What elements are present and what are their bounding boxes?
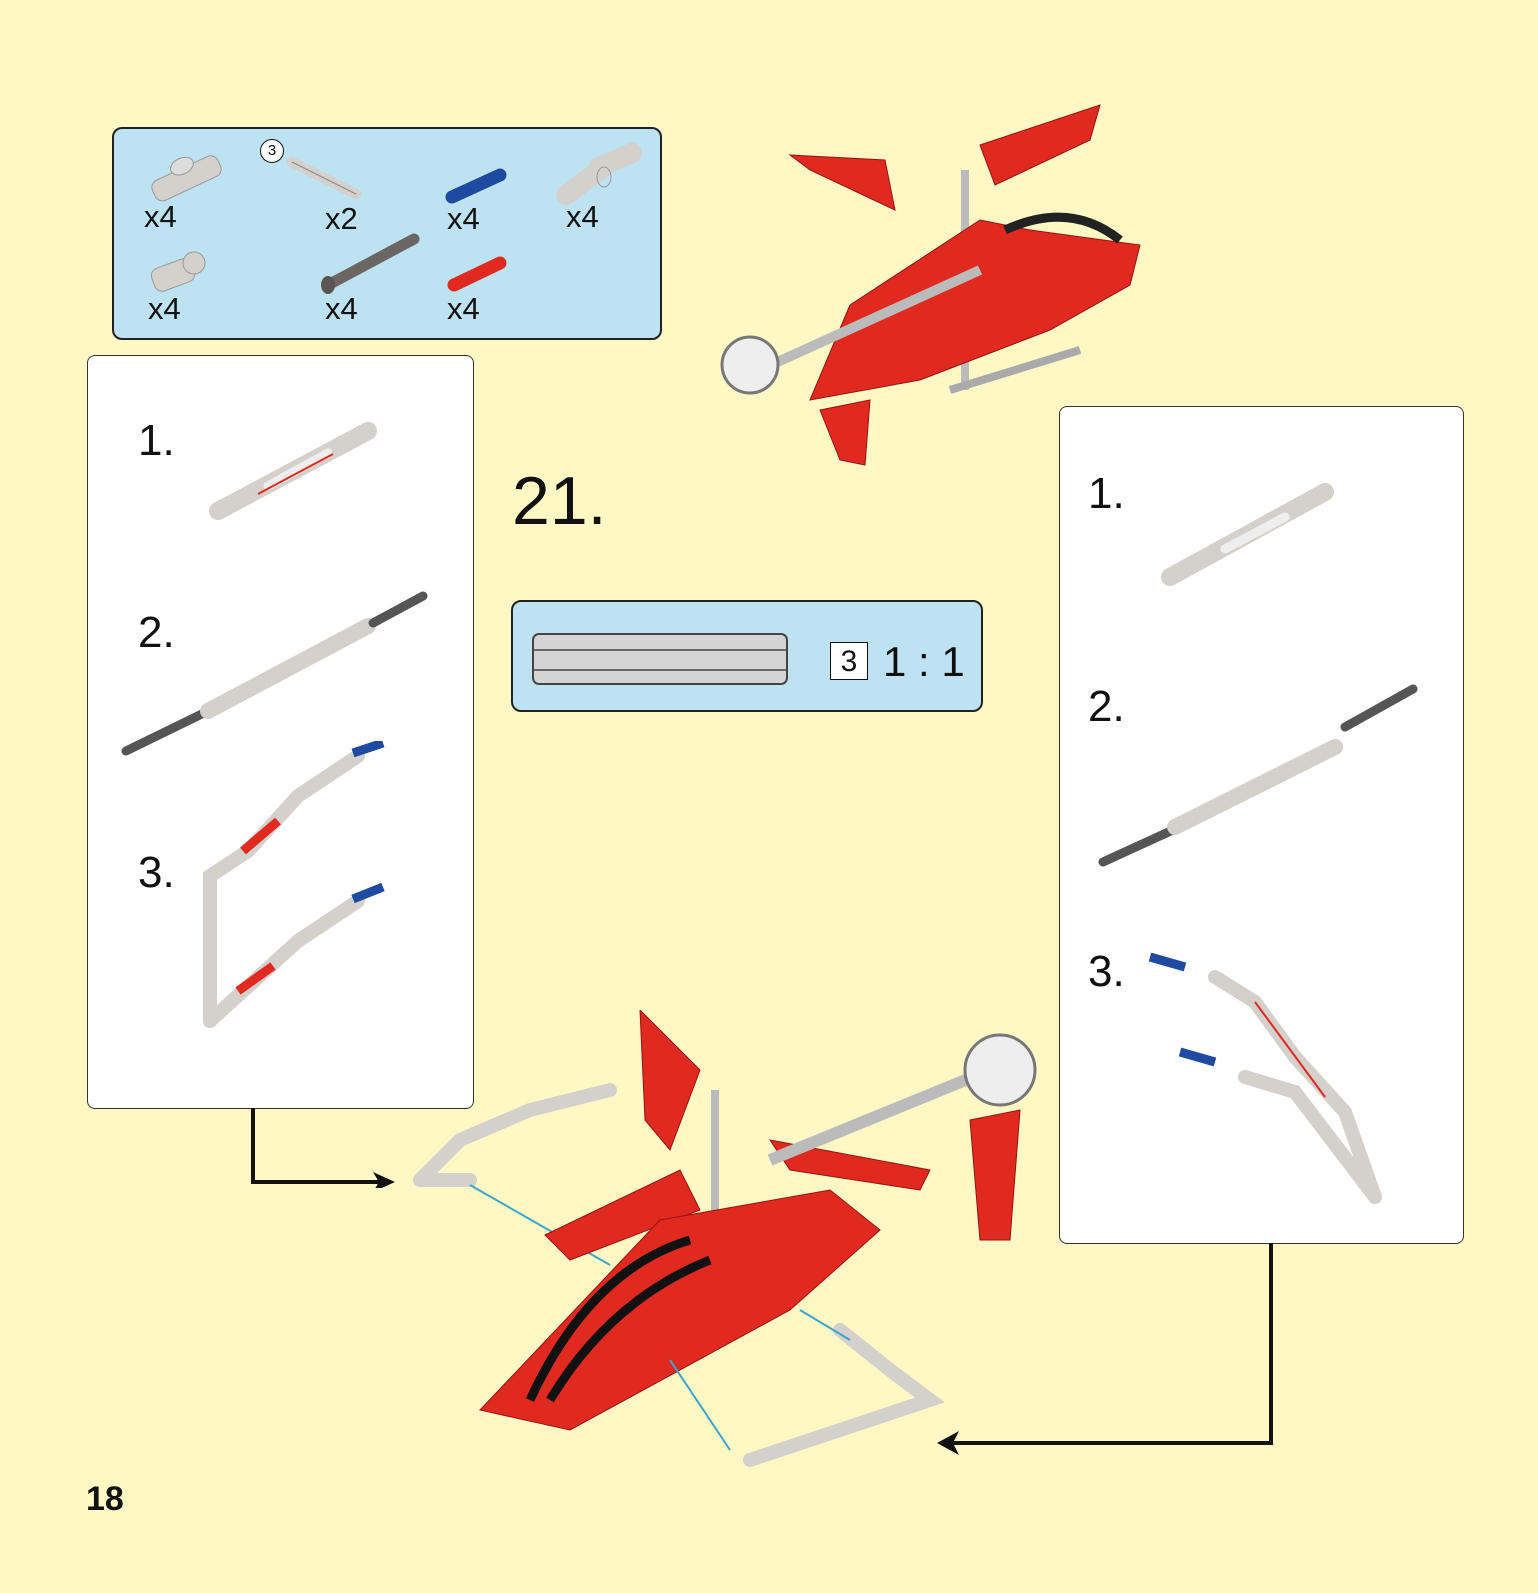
substep-1-illustration	[209, 422, 377, 520]
right-subassembly-panel: 1. 2. 3.	[1059, 406, 1464, 1244]
substep-number: 1.	[1088, 469, 1125, 518]
model-preview-illustration	[720, 104, 1141, 466]
axle-actual-size-icon	[532, 633, 788, 685]
axle-with-stop-icon	[321, 233, 420, 294]
part-qty: x4	[447, 201, 480, 236]
part-qty: x4	[148, 291, 181, 326]
axle-connector-hub-icon	[151, 155, 222, 202]
axle-3-icon	[287, 157, 361, 199]
scale-ratio: 1 : 1	[883, 638, 965, 685]
substep-number: 3.	[138, 848, 175, 897]
part-qty: x4	[325, 291, 358, 326]
angle-connector-icon	[556, 143, 642, 205]
right-arrow-to-model	[937, 1243, 1273, 1455]
substep-2-illustration	[1098, 684, 1418, 867]
substep-number: 3.	[1088, 947, 1125, 996]
axle-length-label: 3	[830, 642, 868, 680]
axle-length-badge: 3	[260, 139, 284, 163]
part-qty: x4	[144, 199, 177, 234]
substep-2-illustration	[121, 591, 428, 756]
step-number: 21.	[512, 463, 607, 539]
substep-number: 2.	[138, 608, 175, 657]
substep-3-illustration	[203, 741, 385, 1028]
axle-pin-blue-icon	[445, 168, 507, 204]
axle-length-check-box: 3 1 : 1	[511, 600, 983, 712]
left-arrow-to-model	[251, 1108, 395, 1188]
page-number: 18	[86, 1480, 124, 1518]
left-subassembly-panel: 1. 2. 3.	[87, 355, 474, 1109]
part-qty: x4	[566, 199, 599, 234]
part-qty: x4	[447, 291, 480, 326]
substep-1-illustration	[1161, 483, 1334, 586]
substep-number: 1.	[138, 416, 175, 465]
angle-connector-small-icon	[150, 251, 206, 292]
main-model-illustration	[413, 1010, 1037, 1467]
substep-3-illustration	[1148, 952, 1382, 1204]
parts-list-box: x4 3 x2 x4 x4 x4 x4 x4	[112, 127, 662, 340]
part-qty: x2	[325, 201, 358, 236]
axle-2-red-icon	[447, 256, 507, 292]
substep-number: 2.	[1088, 682, 1125, 731]
